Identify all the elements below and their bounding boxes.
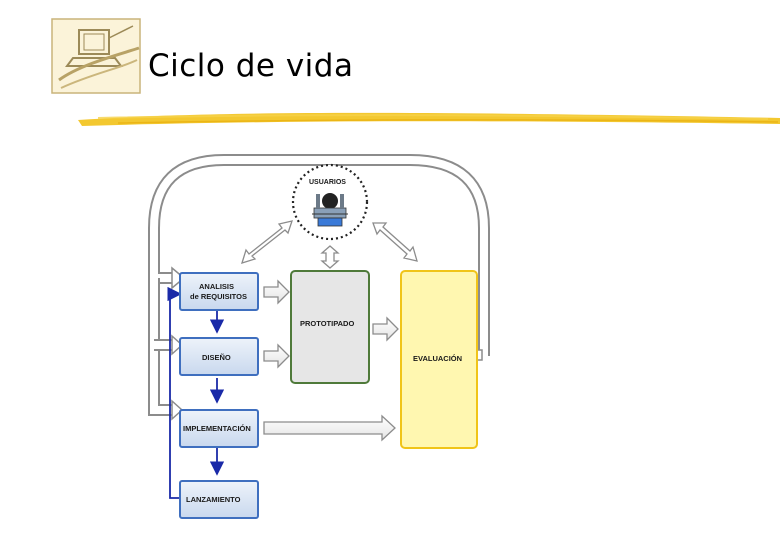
stage-prototipado-label: PROTOTIPADO	[300, 319, 354, 328]
stage-evaluacion-label: EVALUACIÓN	[413, 354, 462, 363]
page-title: Ciclo de vida	[148, 48, 354, 84]
stage-evaluacion: EVALUACIÓN	[400, 270, 478, 449]
stage-requisitos-label-2: de REQUISITOS	[190, 292, 247, 301]
computer-logo-icon	[51, 18, 141, 94]
title-underline	[78, 112, 780, 126]
users-label: USUARIOS	[309, 179, 346, 186]
stage-implementacion: IMPLEMENTACIÓN	[179, 409, 259, 448]
stage-lanzamiento: LANZAMIENTO	[179, 480, 259, 519]
stage-diseno-label: DISEÑO	[202, 353, 231, 362]
stage-diseno: DISEÑO	[179, 337, 259, 376]
feedback-loop-head	[171, 266, 186, 290]
user-at-computer-icon	[312, 193, 348, 227]
stage-implementacion-label: IMPLEMENTACIÓN	[183, 424, 251, 433]
stage-to-prototype-arrows	[263, 279, 399, 442]
stage-lanzamiento-label: LANZAMIENTO	[186, 495, 241, 504]
stage-requisitos-label-1: ANALISIS	[199, 282, 234, 291]
lifecycle-diagram: ANALISIS de REQUISITOS DISEÑO IMPLEMENTA…	[148, 154, 490, 519]
stage-flow-lines	[167, 286, 225, 499]
users-bidirectional-arrows	[241, 220, 418, 269]
users-node: USUARIOS	[291, 163, 369, 241]
left-branch-arrows	[148, 278, 184, 421]
stage-requisitos: ANALISIS de REQUISITOS	[179, 272, 259, 311]
stage-prototipado: PROTOTIPADO	[290, 270, 370, 384]
